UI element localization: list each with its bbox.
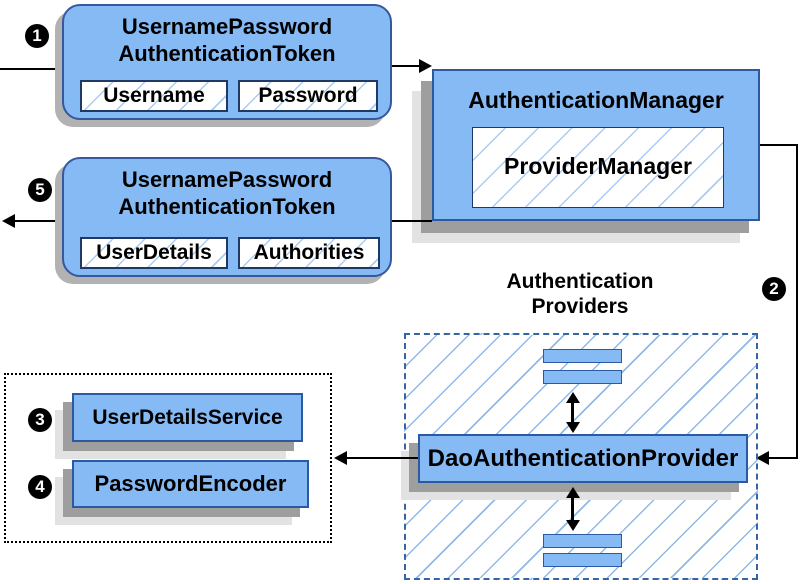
step-1-badge: 1 <box>25 24 49 48</box>
double-arrow-line <box>571 402 574 424</box>
authentication-providers-heading-line1: Authentication <box>506 270 654 293</box>
other-provider-bar <box>543 349 622 363</box>
userdetails-field-box: UserDetails <box>80 237 228 269</box>
step-4-badge: 4 <box>28 475 52 499</box>
password-field-box: Password <box>238 80 378 112</box>
dao-authentication-provider-box: DaoAuthenticationProvider <box>418 434 748 483</box>
other-provider-bar <box>543 553 622 567</box>
double-arrow-line <box>571 497 574 521</box>
authentication-providers-heading-line2: Providers <box>531 295 629 318</box>
result-token-title-line1: UsernamePassword <box>121 167 333 192</box>
provider-to-collaborators-arrowhead-icon <box>334 451 347 465</box>
result-outgoing-line <box>14 220 62 222</box>
manager-to-result-line <box>392 220 432 222</box>
manager-to-provider-line-vertical <box>796 144 798 459</box>
provider-to-collaborators-line <box>347 457 418 459</box>
result-token-title: UsernamePassword AuthenticationToken <box>64 166 390 220</box>
manager-to-provider-line-bottom <box>769 457 798 459</box>
authentication-providers-heading: Authentication Providers <box>430 269 730 319</box>
authorities-field-box: Authorities <box>238 237 380 269</box>
double-arrow-up-icon <box>566 487 580 498</box>
other-provider-bar <box>543 534 622 548</box>
double-arrow-up-icon <box>566 392 580 403</box>
request-token-title-line1: UsernamePassword <box>121 14 333 39</box>
result-token-title-line2: AuthenticationToken <box>118 194 336 219</box>
collaborators-container <box>4 373 332 543</box>
user-details-service-box: UserDetailsService <box>72 393 303 442</box>
double-arrow-down-icon <box>566 422 580 433</box>
manager-to-provider-line-top <box>760 144 798 146</box>
provider-manager-box: ProviderManager <box>472 127 724 208</box>
token-to-manager-arrowhead-icon <box>419 59 432 73</box>
incoming-request-line <box>0 68 62 70</box>
username-field-box: Username <box>80 80 228 112</box>
other-provider-bar <box>543 370 622 384</box>
step-2-badge: 2 <box>762 277 786 301</box>
double-arrow-down-icon <box>566 520 580 531</box>
authentication-manager-title: AuthenticationManager <box>468 87 724 113</box>
request-token-title: UsernamePassword AuthenticationToken <box>64 13 390 67</box>
result-token-box: UsernamePassword AuthenticationToken Use… <box>62 157 392 277</box>
result-outgoing-arrowhead-icon <box>2 214 15 228</box>
authentication-manager-box: AuthenticationManager ProviderManager <box>432 69 760 221</box>
request-token-box: UsernamePassword AuthenticationToken Use… <box>62 4 392 120</box>
step-5-badge: 5 <box>28 178 52 202</box>
token-to-manager-line <box>392 65 420 67</box>
step-3-badge: 3 <box>28 408 52 432</box>
request-token-title-line2: AuthenticationToken <box>118 41 336 66</box>
password-encoder-box: PasswordEncoder <box>72 460 309 508</box>
manager-to-provider-arrowhead-icon <box>756 451 769 465</box>
